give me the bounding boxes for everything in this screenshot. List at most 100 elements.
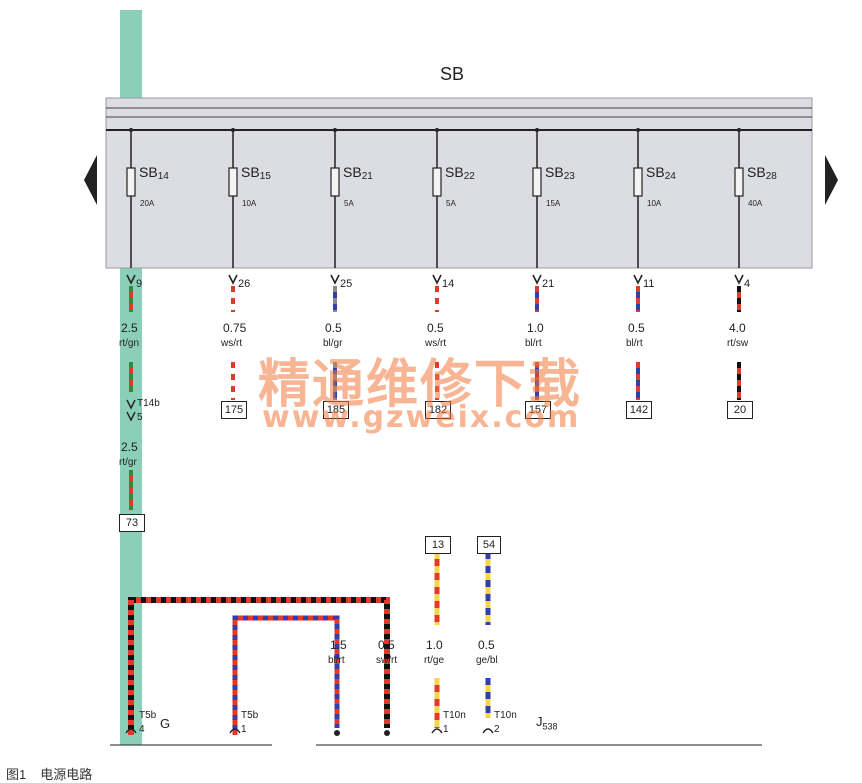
fuse-label-number: 22 (463, 171, 475, 182)
fuse-symbol-SB23 (532, 167, 542, 197)
fuse-label-number: 24 (664, 171, 676, 182)
fuse-rating-SB22: 5A (446, 199, 456, 208)
fuse-label-SB22: SB22 (445, 164, 475, 182)
fuse-symbol-SB22 (432, 167, 442, 197)
connector-name-3: T10n (494, 710, 517, 721)
fuse-rating-SB23: 15A (546, 199, 561, 208)
figure-number: 图1 (6, 767, 27, 782)
sb14-connector-chevron-2 (126, 411, 136, 422)
connector-chevron-SB14 (126, 274, 136, 285)
lower-wire-color-1: sw/rt (376, 655, 398, 666)
ref-box-SB28[interactable]: 20 (727, 401, 753, 419)
lower-wiring (110, 552, 762, 746)
wire-color-SB15: ws/rt (221, 338, 243, 349)
loop-blue-red-stripe (232, 615, 340, 735)
pin-number-SB14: 9 (136, 278, 143, 290)
pin-T10n-1-cup (431, 728, 443, 734)
lower-wire-size-2: 1.0 (426, 638, 443, 652)
sb14-connector-pin: 5 (137, 412, 143, 423)
fuse-symbol-SB24 (633, 167, 643, 197)
ref-box-54[interactable]: 54 (477, 536, 501, 554)
connector-chevron-SB21 (330, 274, 340, 285)
lower-wire-color-2: rt/ge (424, 655, 445, 666)
lower-wire-size-0: 1.5 (330, 638, 347, 652)
pin-T5b-1-cup (229, 728, 241, 734)
wire-color-SB22: ws/rt (425, 338, 447, 349)
fuse-symbol-SB15 (228, 167, 238, 197)
wire-size-SB28: 4.0 (729, 321, 746, 335)
fuse-label-number: 23 (563, 171, 575, 182)
fuse-label-number: 15 (259, 171, 271, 182)
connector-chevron-SB15 (228, 274, 238, 285)
fuse-symbol-SB28 (734, 167, 744, 197)
wire-size-SB15: 0.75 (223, 321, 247, 335)
fuse-label-base: SB (646, 164, 665, 180)
fuse-label-SB23: SB23 (545, 164, 575, 182)
fuse-rating-SB24: 10A (647, 199, 662, 208)
sb14-connector-name: T14b (137, 398, 160, 409)
pin-number-SB22: 14 (442, 278, 455, 290)
ref-box-SB22[interactable]: 182 (425, 401, 451, 419)
wire-color-SB21: bl/gr (323, 338, 343, 349)
left-arrow-icon[interactable] (84, 155, 97, 205)
pin-number-SB21: 25 (340, 278, 353, 290)
pin-number-SB28: 4 (744, 278, 751, 290)
sb14-wire-size-2: 2.5 (121, 440, 138, 454)
bus-junction-SB15 (231, 128, 235, 132)
bus-junction-SB14 (129, 128, 133, 132)
fuse-rating-SB21: 5A (344, 199, 354, 208)
bus-label: SB (440, 64, 465, 84)
connector-chevron-SB24 (633, 274, 643, 285)
component-j-base: J (536, 714, 543, 729)
wire-color-SB24: bl/rt (626, 338, 643, 349)
sb14-connector-chevron (126, 399, 136, 410)
fuse-label-SB24: SB24 (646, 164, 676, 182)
fuse-label-number: 14 (157, 171, 169, 182)
fuse-label-SB15: SB15 (241, 164, 271, 182)
ref-box-SB24[interactable]: 142 (626, 401, 652, 419)
right-arrow-icon[interactable] (825, 155, 838, 205)
fuse-rating-SB28: 40A (748, 199, 763, 208)
component-j538-label: J538 (536, 714, 558, 732)
sb14-ref-box[interactable]: 73 (119, 514, 145, 532)
connector-pin-0: 4 (139, 724, 145, 735)
pin-T5b-4-cup (125, 728, 137, 734)
wire-size-SB22: 0.5 (427, 321, 444, 335)
fuse-label-SB14: SB14 (139, 164, 169, 182)
wire-size-SB23: 1.0 (527, 321, 544, 335)
watermark-url: www.gzweix.com (262, 400, 581, 435)
fuse-label-base: SB (445, 164, 464, 180)
fuse-symbol-SB21 (330, 167, 340, 197)
junction-dot-2 (384, 730, 390, 736)
fuse-rating-SB14: 20A (140, 199, 155, 208)
lower-wire-size-3: 0.5 (478, 638, 495, 652)
ref-box-13[interactable]: 13 (425, 536, 451, 554)
ref-box-SB15[interactable]: 175 (221, 401, 247, 419)
wire-size-SB21: 0.5 (325, 321, 342, 335)
connector-chevron-SB23 (532, 274, 542, 285)
bus-junction-SB28 (737, 128, 741, 132)
sb14-wire-color-2: rt/gr (119, 457, 137, 468)
lower-wire-color-0: bl/rt (328, 655, 345, 666)
pin-T10n-2-cup (482, 728, 494, 734)
pin-number-SB24: 11 (643, 278, 655, 290)
figure-title: 电源电路 (40, 767, 93, 782)
connector-name-0: T5b (139, 710, 157, 721)
ref-box-SB23[interactable]: 157 (525, 401, 551, 419)
wire-color-SB14: rt/gn (119, 338, 140, 349)
fuse-label-SB28: SB28 (747, 164, 777, 182)
component-j-number: 538 (542, 721, 558, 732)
bus-junction-SB24 (636, 128, 640, 132)
pin-number-SB23: 21 (542, 278, 555, 290)
pin-number-SB15: 26 (238, 278, 251, 290)
fuse-label-base: SB (241, 164, 260, 180)
lower-wire-size-1: 0.5 (378, 638, 395, 652)
component-g-label: G (160, 716, 171, 731)
wire-color-SB28: rt/sw (727, 338, 749, 349)
junction-dot-1 (334, 730, 340, 736)
loop-black-red-stripe (128, 597, 390, 735)
connector-name-2: T10n (443, 710, 466, 721)
ref-box-SB21[interactable]: 185 (323, 401, 349, 419)
lower-wire-color-3: ge/bl (476, 655, 498, 666)
